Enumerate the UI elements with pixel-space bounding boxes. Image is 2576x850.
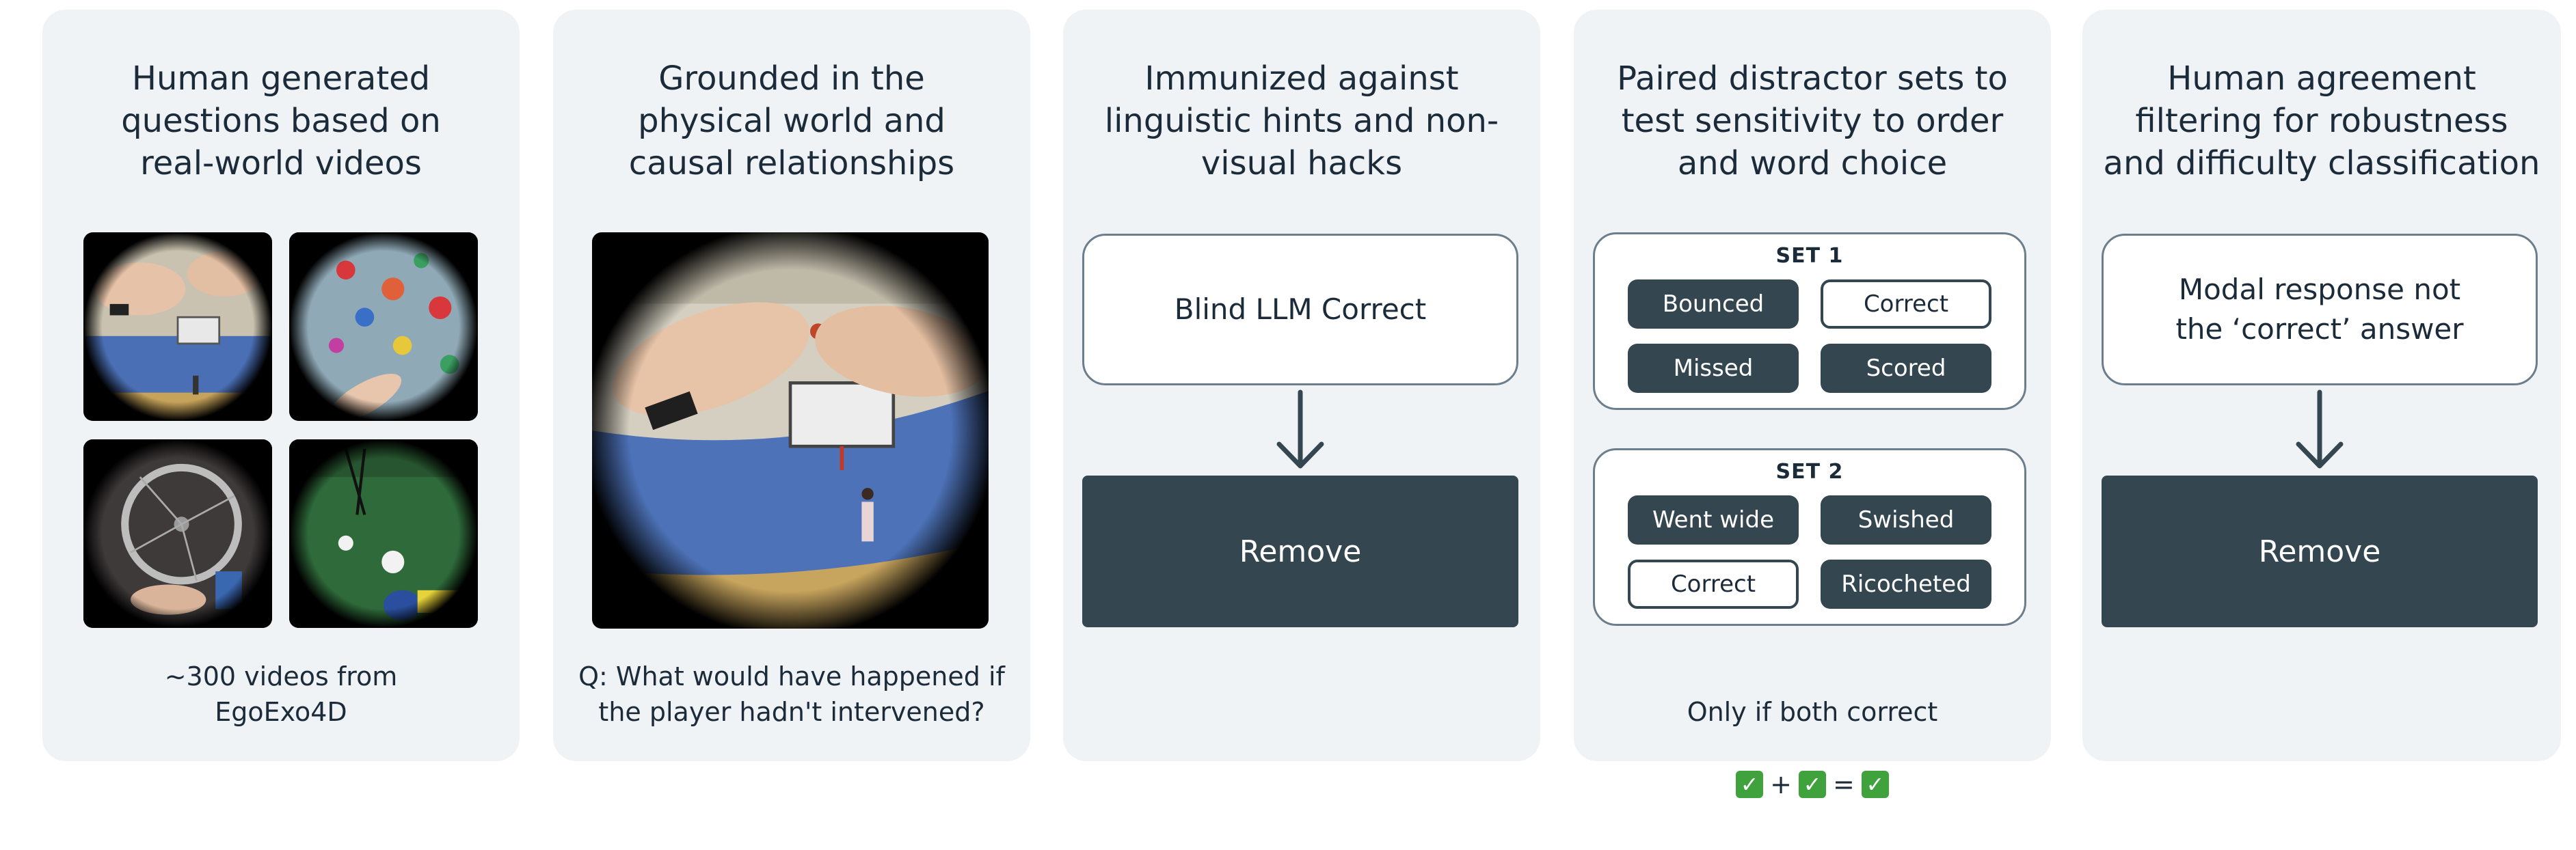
remove-box: Remove [2102,476,2538,627]
option-pill: Scored [1821,344,1991,393]
question-caption: Q: What would have happened if the playe… [578,661,1005,727]
option-pill: Missed [1628,344,1799,393]
distractor-set-2: SET 2 Went wide Swished Correct Ricochet… [1593,448,2026,626]
panel-immunized: Immunized against linguistic hints and n… [1063,10,1540,761]
modal-response-box: Modal response not the ‘correct’ answer [2102,234,2538,385]
arrow-down-icon [1276,389,1324,469]
option-pill: Swished [1821,495,1991,545]
panel-caption: ~300 videos from EgoExo4D [164,661,398,727]
arrow-down-icon [2296,389,2344,469]
check-mark-icon: ✓ [1861,771,1889,798]
panel-title: Immunized against linguistic hints and n… [1104,59,1499,182]
set-label: SET 1 [1775,244,1844,268]
video-thumbnail-climbing [289,232,478,421]
video-thumbnail-basketball [83,232,272,421]
check-mark-icon: ✓ [1799,771,1826,798]
option-pill-correct: Correct [1628,560,1799,609]
video-frame-basketball [592,232,989,629]
video-thumbnail-soccer [289,439,478,628]
remove-box: Remove [1082,476,1518,627]
video-thumbnail-bike-repair [83,439,272,628]
plus-sign: + [1770,769,1792,799]
blind-llm-correct-box: Blind LLM Correct [1082,234,1518,385]
option-pill-correct: Correct [1821,279,1991,329]
panel-caption: Only if both correct ✓ + ✓ = ✓ [1581,659,2044,802]
both-correct-text: Only if both correct [1687,697,1938,727]
panel-title: Human generated questions based on real-… [121,59,441,182]
panel-human-generated: Human generated questions based on real-… [42,10,520,761]
panel-grounded: Grounded in the physical world and causa… [553,10,1030,761]
option-pill: Bounced [1628,279,1799,329]
panel-title: Human agreement filtering for robustness… [2103,59,2540,182]
check-mark-icon: ✓ [1736,771,1764,798]
panel-title: Grounded in the physical world and causa… [628,59,955,182]
panel-title: Paired distractor sets to test sensitivi… [1617,59,2008,182]
distractor-set-1: SET 1 Bounced Correct Missed Scored [1593,232,2026,410]
equals-sign: = [1833,769,1855,799]
option-pill: Ricocheted [1821,560,1991,609]
set-label: SET 2 [1775,460,1844,484]
option-pill: Went wide [1628,495,1799,545]
panel-paired-distractors: Paired distractor sets to test sensitivi… [1574,10,2051,799]
panel-human-agreement: Human agreement filtering for robustness… [2082,10,2561,761]
check-equation: ✓ + ✓ = ✓ [1736,767,1889,802]
